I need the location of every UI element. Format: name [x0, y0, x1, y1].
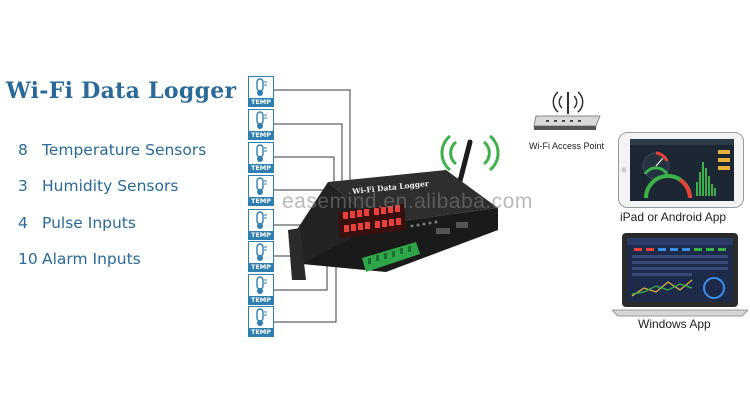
access-point-icon: [533, 91, 601, 130]
temp-sensor: TEMP: [248, 76, 274, 107]
temp-sensor: TEMP: [248, 241, 274, 272]
spec-count: 10: [18, 250, 38, 268]
thermometer-icon: [248, 274, 274, 305]
thermometer-icon: [248, 76, 274, 107]
watermark: easemind.en.alibaba.com: [282, 190, 533, 213]
spec-count: 3: [18, 177, 28, 195]
spec-label: Alarm Inputs: [42, 250, 141, 268]
spec-label: Pulse Inputs: [42, 214, 136, 232]
thermometer-icon: [248, 306, 274, 337]
spec-temperature: 8 Temperature Sensors: [18, 141, 206, 159]
sensor-label: TEMP: [250, 328, 272, 336]
tablet-label: iPad or Android App: [620, 210, 727, 224]
data-logger-device: [288, 139, 498, 280]
page-title: Wi-Fi Data Logger: [6, 78, 237, 104]
temp-sensor: TEMP: [248, 109, 274, 140]
sensor-label: TEMP: [250, 263, 272, 271]
sensor-label: TEMP: [250, 98, 272, 106]
temp-sensor: TEMP: [248, 306, 274, 337]
thermometer-icon: [248, 109, 274, 140]
terminal-block: [362, 242, 420, 272]
sensor-label: TEMP: [250, 296, 272, 304]
access-point-label: Wi-Fi Access Point: [529, 141, 605, 151]
spec-count: 8: [18, 141, 28, 159]
spec-label: Temperature Sensors: [42, 141, 207, 159]
sensor-label: TEMP: [250, 131, 272, 139]
temp-sensor: TEMP: [248, 209, 274, 240]
thermometer-icon: [248, 241, 274, 272]
spec-label: Humidity Sensors: [42, 177, 179, 195]
sensor-label: TEMP: [250, 231, 272, 239]
spec-humidity: 3 Humidity Sensors: [18, 177, 178, 195]
temp-sensor: TEMP: [248, 274, 274, 305]
temp-sensor: TEMP: [248, 142, 274, 173]
sensor-label: TEMP: [250, 197, 272, 205]
tablet-device: [618, 132, 744, 208]
wifi-signal-icon: [440, 134, 500, 172]
led-digits: [343, 205, 401, 232]
desktop-device: [612, 233, 748, 317]
thermometer-icon: [248, 142, 274, 173]
sensor-label: TEMP: [250, 164, 272, 172]
temp-sensor: TEMP: [248, 175, 274, 206]
thermometer-icon: [248, 209, 274, 240]
desktop-label: Windows App: [638, 317, 711, 331]
spec-pulse: 4 Pulse Inputs: [18, 214, 136, 232]
spec-count: 4: [18, 214, 28, 232]
thermometer-icon: [248, 175, 274, 206]
